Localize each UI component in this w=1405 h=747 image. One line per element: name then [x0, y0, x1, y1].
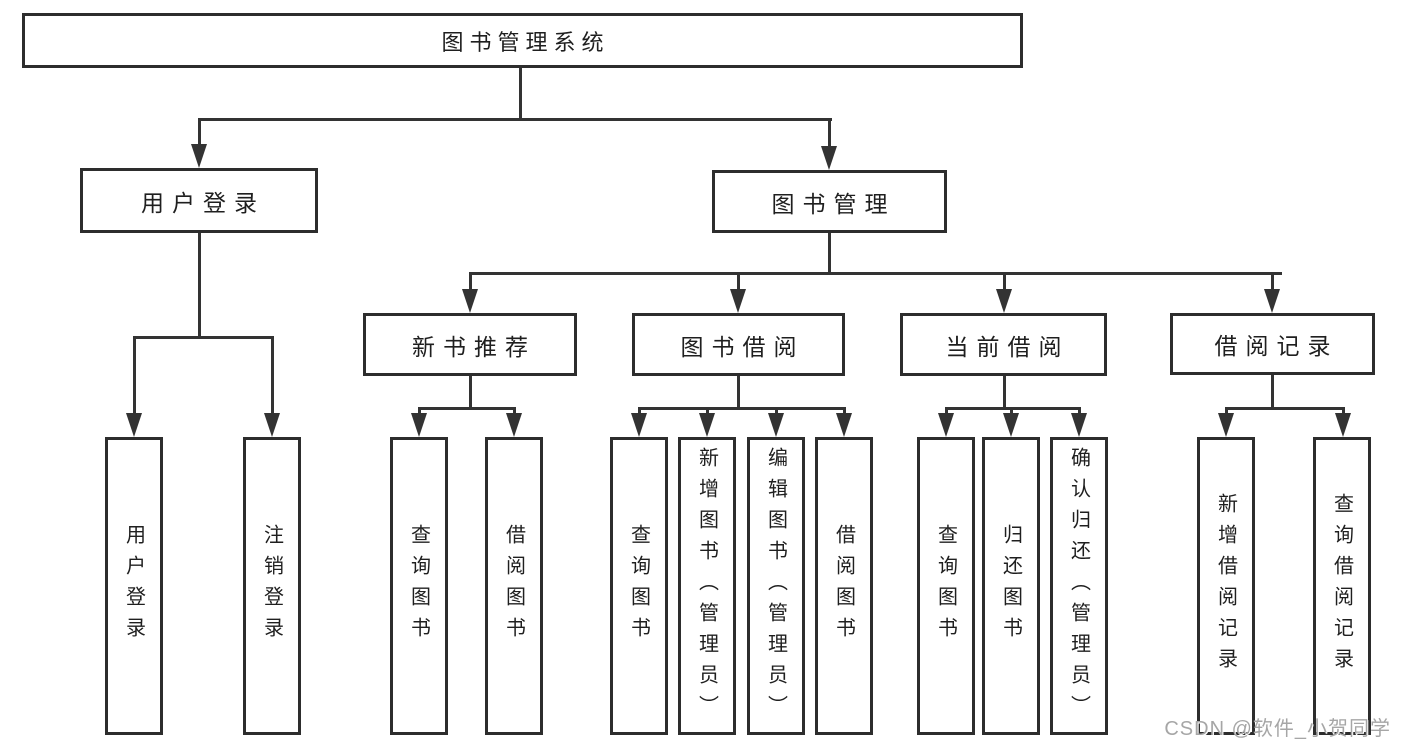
node-label: 用户登录 [141, 189, 265, 216]
connector-line [1078, 407, 1081, 417]
node-new-book-recommend: 新书推荐 [363, 313, 577, 376]
connector-line [945, 407, 948, 417]
connector-line [469, 376, 472, 409]
arrow-down-icon [768, 413, 784, 437]
arrow-down-icon [1218, 413, 1234, 437]
connector-line [1003, 272, 1006, 292]
leaf-borrow-books-recommend: 借阅图书 [485, 437, 543, 735]
arrow-down-icon [462, 289, 478, 313]
node-current-borrowing: 当前借阅 [900, 313, 1107, 376]
arrow-down-icon [1335, 413, 1351, 437]
connector-line [198, 118, 832, 121]
node-label: 借阅图书 [502, 524, 525, 648]
arrow-down-icon [821, 146, 837, 170]
connector-line [638, 407, 846, 410]
connector-line [828, 118, 831, 149]
leaf-add-books-admin: 新增图书（管理员） [678, 437, 736, 735]
leaf-return-books: 归还图书 [982, 437, 1040, 735]
arrow-down-icon [938, 413, 954, 437]
arrow-down-icon [836, 413, 852, 437]
arrow-down-icon [126, 413, 142, 437]
arrow-down-icon [191, 144, 207, 168]
leaf-user-login: 用户登录 [105, 437, 163, 735]
arrow-down-icon [264, 413, 280, 437]
arrow-down-icon [996, 289, 1012, 313]
leaf-edit-books-admin: 编辑图书（管理员） [747, 437, 805, 735]
node-label: 借阅图书 [832, 524, 855, 648]
leaf-add-borrow-record: 新增借阅记录 [1197, 437, 1255, 735]
arrow-down-icon [699, 413, 715, 437]
node-book-management: 图书管理 [712, 170, 947, 233]
arrow-down-icon [506, 413, 522, 437]
node-label: 查询图书 [934, 524, 957, 648]
arrow-down-icon [730, 289, 746, 313]
connector-line [828, 233, 831, 274]
connector-line [1225, 407, 1228, 417]
node-label: 新增借阅记录 [1214, 493, 1237, 679]
arrow-down-icon [1071, 413, 1087, 437]
node-library-management-system: 图书管理系统 [22, 13, 1023, 68]
connector-line [1342, 407, 1345, 417]
connector-line [469, 272, 1282, 275]
node-label: 图书管理 [771, 190, 896, 217]
arrow-down-icon [631, 413, 647, 437]
csdn-watermark: CSDN @软件_小贺同学 [1164, 718, 1391, 740]
connector-line [1003, 376, 1006, 409]
connector-line [133, 336, 136, 416]
connector-line [1010, 407, 1013, 417]
arrow-down-icon [411, 413, 427, 437]
node-label: 图书借阅 [680, 333, 805, 360]
connector-line [737, 376, 740, 409]
node-label: 查询借阅记录 [1330, 493, 1353, 679]
connector-line [737, 272, 740, 292]
node-label: 用户登录 [122, 524, 145, 648]
connector-line [418, 407, 516, 410]
leaf-borrow-books: 借阅图书 [815, 437, 873, 735]
connector-line [843, 407, 846, 417]
node-label: 新书推荐 [412, 333, 536, 360]
connector-line [198, 118, 201, 148]
arrow-down-icon [1003, 413, 1019, 437]
leaf-query-books-recommend: 查询图书 [390, 437, 448, 735]
connector-line [198, 233, 201, 338]
node-label: 当前借阅 [945, 333, 1070, 360]
connector-line [638, 407, 641, 417]
connector-line [1225, 407, 1345, 410]
connector-line [775, 407, 778, 417]
leaf-confirm-return-admin: 确认归还（管理员） [1050, 437, 1108, 735]
node-borrowing-records: 借阅记录 [1170, 313, 1375, 375]
node-label: 新增图书（管理员） [695, 446, 718, 726]
node-label: 归还图书 [999, 524, 1022, 648]
connector-line [271, 336, 274, 416]
connector-line [706, 407, 709, 417]
connector-line [418, 407, 421, 417]
connector-line [513, 407, 516, 417]
leaf-query-borrow-record: 查询借阅记录 [1313, 437, 1371, 735]
node-label: 确认归还（管理员） [1067, 446, 1090, 726]
connector-line [1271, 272, 1274, 292]
connector-line [1271, 375, 1274, 409]
node-book-borrowing: 图书借阅 [632, 313, 845, 376]
leaf-logout: 注销登录 [243, 437, 301, 735]
leaf-query-books-current: 查询图书 [917, 437, 975, 735]
node-label: 注销登录 [260, 524, 283, 648]
node-label: 查询图书 [627, 524, 650, 648]
leaf-query-books-borrowing: 查询图书 [610, 437, 668, 735]
connector-line [133, 336, 274, 339]
connector-line [469, 272, 472, 292]
connector-line [519, 68, 522, 120]
node-user-login: 用户登录 [80, 168, 318, 233]
connector-line [945, 407, 1081, 410]
node-label: 查询图书 [407, 524, 430, 648]
node-label: 图书管理系统 [441, 29, 610, 55]
node-label: 编辑图书（管理员） [764, 446, 787, 726]
arrow-down-icon [1264, 289, 1280, 313]
node-label: 借阅记录 [1214, 333, 1339, 359]
